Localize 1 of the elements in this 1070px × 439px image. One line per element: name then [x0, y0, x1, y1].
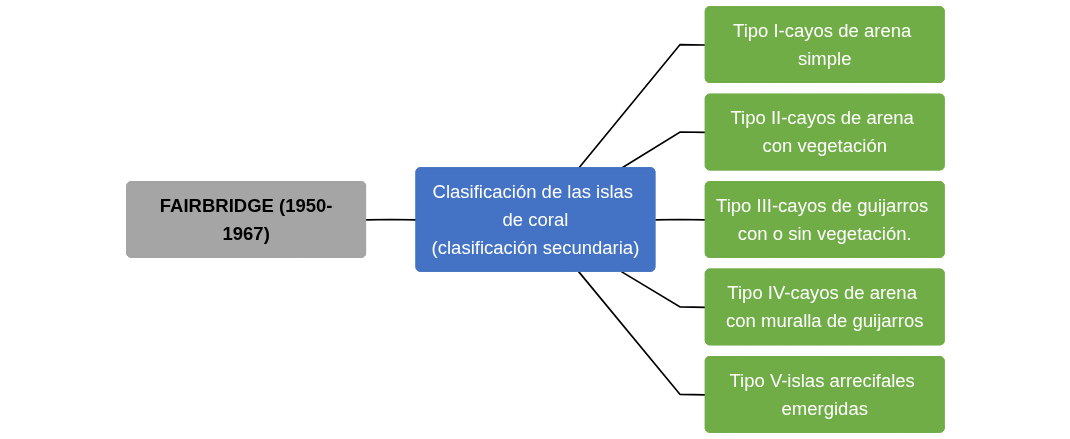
- connector: [364, 218, 417, 221]
